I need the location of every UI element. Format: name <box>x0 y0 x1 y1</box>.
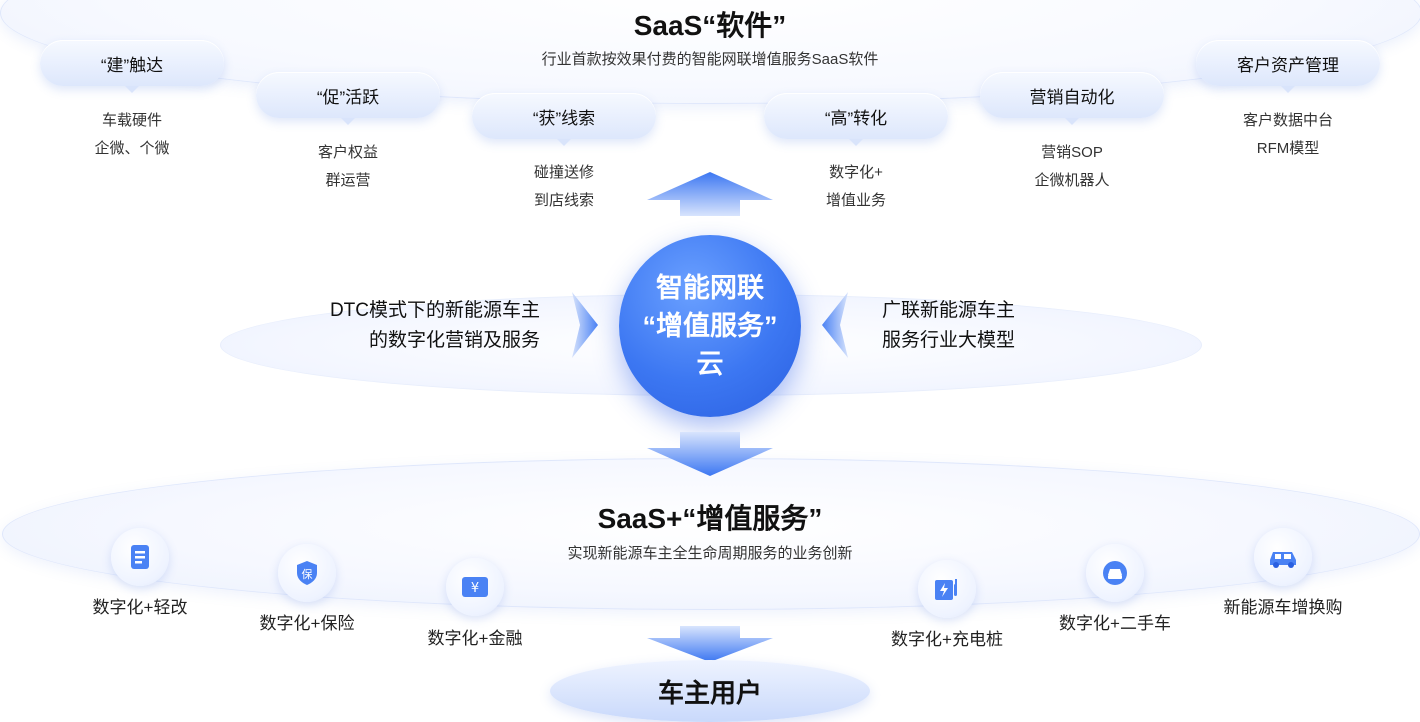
desc-line: 碰撞送修 <box>533 164 594 181</box>
desc-line: 营销SOP <box>1041 144 1103 161</box>
used-car-label: 数字化+二手车 <box>1059 614 1171 633</box>
center-line: “增值服务” <box>642 311 778 341</box>
text-line: DTC模式下的新能源车主 <box>329 300 540 321</box>
pill-high-conversion-desc: 数字化+ 增值业务 <box>764 159 948 215</box>
saas-value-added-title: SaaS+“增值服务” <box>597 503 823 534</box>
desc-line: 数字化+ <box>829 164 883 181</box>
text-line: 广联新能源车主 <box>882 300 1016 321</box>
svg-text:保: 保 <box>302 567 313 581</box>
pill-get-leads-desc: 碰撞送修 到店线索 <box>472 159 656 215</box>
pill-build-reach: “建”触达 <box>40 40 224 93</box>
pill-build-reach-desc: 车载硬件 企微、个微 <box>40 107 224 163</box>
car-replacement-label: 新能源车增换购 <box>1223 598 1343 617</box>
pill-customer-asset-management-desc: 客户数据中台 RFM模型 <box>1196 107 1380 163</box>
pill-customer-asset-management: 客户资产管理 <box>1196 40 1380 93</box>
center-line: 智能网联 <box>656 273 764 303</box>
smart-connected-cloud-circle: 智能网联 “增值服务” 云 <box>619 235 801 417</box>
yen-card-icon: ¥ <box>446 558 504 616</box>
svg-text:¥: ¥ <box>471 581 479 596</box>
saas-software-title: SaaS“软件” <box>633 10 787 41</box>
desc-line: 企微机器人 <box>1034 172 1110 189</box>
desc-line: 车载硬件 <box>101 112 162 129</box>
right-chevron-icon <box>572 292 598 358</box>
center-line: 云 <box>696 349 724 379</box>
pill-marketing-automation: 营销自动化 <box>980 72 1164 125</box>
charging-pile-label: 数字化+充电桩 <box>891 630 1003 649</box>
desc-line: 企微、个微 <box>94 140 170 157</box>
desc-line: RFM模型 <box>1256 140 1320 157</box>
text-line: 服务行业大模型 <box>882 330 1016 351</box>
car-front-icon <box>1086 544 1144 602</box>
pill-high-conversion: “高”转化 <box>764 93 948 146</box>
saas-software-subtitle: 行业首款按效果付费的智能网联增值服务SaaS软件 <box>541 51 879 68</box>
saas-value-added-subtitle: 实现新能源车主全生命周期服务的业务创新 <box>567 545 853 562</box>
desc-line: 客户权益 <box>317 144 378 161</box>
text-line: 的数字化营销及服务 <box>368 330 540 351</box>
document-list-icon <box>111 528 169 586</box>
insurance-label: 数字化+保险 <box>259 614 355 633</box>
shield-insurance-icon: 保 <box>278 544 336 602</box>
pill-promote-active-desc: 客户权益 群运营 <box>256 139 440 195</box>
industry-model-text: 广联新能源车主 服务行业大模型 <box>882 296 1122 356</box>
desc-line: 到店线索 <box>533 192 594 209</box>
pill-promote-active: “促”活跃 <box>256 72 440 125</box>
down-arrow-owner-icon <box>647 626 773 662</box>
desc-line: 增值业务 <box>825 192 886 209</box>
desc-line: 客户数据中台 <box>1242 112 1333 129</box>
pill-get-leads: “获”线索 <box>472 93 656 146</box>
down-arrow-icon <box>647 432 773 476</box>
light-modification-label: 数字化+轻改 <box>92 598 188 617</box>
finance-label: 数字化+金融 <box>427 629 523 648</box>
up-arrow-icon <box>647 172 773 216</box>
car-owner-users: 车主用户 <box>550 660 870 722</box>
left-chevron-icon <box>822 292 848 358</box>
dtc-marketing-text: DTC模式下的新能源车主 的数字化营销及服务 <box>300 296 540 356</box>
desc-line: 群运营 <box>325 172 371 189</box>
charging-battery-icon <box>918 560 976 618</box>
pill-marketing-automation-desc: 营销SOP 企微机器人 <box>980 139 1164 195</box>
car-swap-icon <box>1254 528 1312 586</box>
